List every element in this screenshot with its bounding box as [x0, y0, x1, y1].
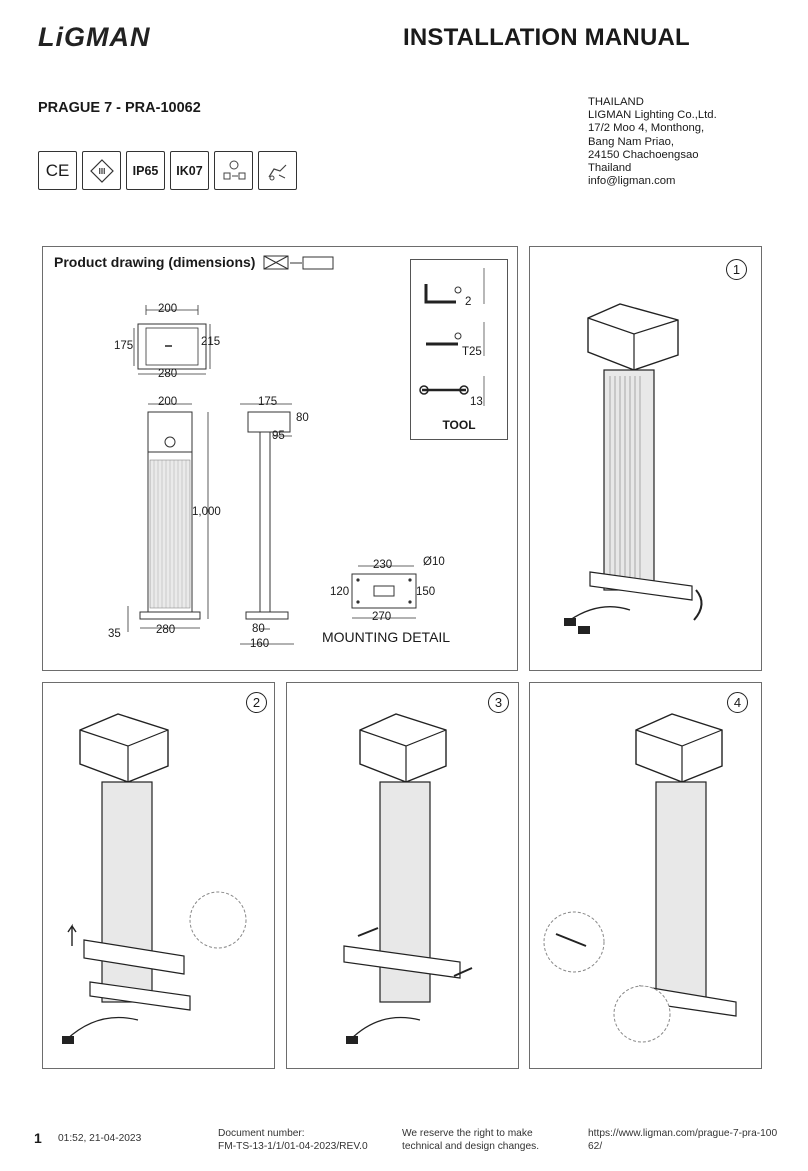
- top-view-drawing: [133, 305, 211, 375]
- company-address: THAILAND LIGMAN Lighting Co.,Ltd. 17/2 M…: [588, 96, 717, 188]
- mounting-detail-label: MOUNTING DETAIL: [322, 629, 451, 645]
- doc-number-value: FM-TS-13-1/1/01-04-2023/REV.0: [218, 1140, 368, 1152]
- side-view-drawing: [240, 403, 294, 645]
- url-line[interactable]: 62/: [588, 1140, 603, 1152]
- dim-top-depth: 175: [114, 340, 134, 352]
- step-1-number: 1: [726, 259, 747, 280]
- step-3-number: 3: [488, 692, 509, 713]
- address-line: Bang Nam Priao,: [588, 135, 675, 148]
- brand-text: LiGMAN: [38, 22, 150, 52]
- dim-top-width: 200: [158, 303, 178, 315]
- drawing-title: Product drawing (dimensions): [54, 254, 256, 270]
- svg-text:III: III: [98, 167, 105, 176]
- address-line: Thailand: [588, 162, 632, 175]
- ik-rating-icon: IK07: [170, 151, 209, 190]
- step-2-number: 2: [246, 692, 267, 713]
- dim-front-base-height: 35: [108, 628, 121, 640]
- dim-front-top: 200: [158, 396, 178, 408]
- address-line: 17/2 Moo 4, Monthong,: [588, 122, 705, 135]
- dim-mount-height: 120: [330, 586, 350, 598]
- dim-front-base-width: 280: [156, 624, 176, 636]
- address-line: 24150 Chachoengsao: [588, 148, 699, 161]
- step-1-illustration: [564, 303, 703, 634]
- certification-row: CE III IP65 IK07: [38, 151, 297, 190]
- dim-side-pole: 80: [252, 623, 265, 635]
- rights-line: technical and design changes.: [402, 1140, 540, 1152]
- tool-icons: [419, 268, 485, 406]
- step-3-illustration: [343, 713, 473, 1044]
- scale-note-icon: [263, 255, 334, 270]
- address-line: THAILAND: [588, 96, 644, 108]
- dim-mount-holes: 230: [373, 559, 393, 571]
- ce-mark-icon: CE: [38, 151, 77, 190]
- tool-label: TOOL: [442, 418, 476, 432]
- electrician-install-icon: [214, 151, 253, 190]
- dim-front-height: 1,000: [192, 506, 221, 518]
- footer-doc-number: Document number: FM-TS-13-1/1/01-04-2023…: [218, 1128, 368, 1153]
- step-2-illustration: [62, 713, 247, 1044]
- dim-top-outer-depth: 215: [201, 336, 221, 348]
- dim-mount-outer-width: 270: [372, 611, 392, 623]
- ip-rating-icon: IP65: [126, 151, 165, 190]
- ligman-logo: LiGMAN: [38, 20, 193, 52]
- mounting-detail-drawing: [351, 565, 417, 619]
- dim-side-offset: 95: [272, 430, 285, 442]
- dim-mount-outer-height: 150: [416, 586, 436, 598]
- product-drawing-panel: [42, 246, 518, 671]
- product-model: PRAGUE 7 - PRA-10062: [38, 100, 201, 116]
- dim-mount-hole-dia: Ø10: [423, 556, 445, 568]
- tool-box: [410, 259, 508, 440]
- dim-side-base: 160: [250, 638, 270, 650]
- url-line[interactable]: https://www.ligman.com/prague-7-pra-100: [588, 1128, 778, 1139]
- document-title: INSTALLATION MANUAL: [403, 24, 690, 51]
- dim-top-outer-width: 280: [158, 368, 178, 380]
- step-4-illustration: [543, 713, 737, 1043]
- footer-rights: We reserve the right to make technical a…: [402, 1128, 539, 1153]
- class-iii-icon: III: [82, 151, 121, 190]
- page-number: 1: [34, 1130, 42, 1146]
- address-email[interactable]: info@ligman.com: [588, 175, 676, 188]
- rights-line: We reserve the right to make: [402, 1128, 533, 1139]
- tool-torx-size: T25: [462, 346, 482, 358]
- tool-hex-size: 2: [465, 296, 472, 308]
- footer-datetime: 01:52, 21-04-2023: [58, 1133, 142, 1144]
- dim-side-head: 80: [296, 412, 309, 424]
- footer-url[interactable]: https://www.ligman.com/prague-7-pra-100 …: [588, 1128, 777, 1153]
- front-view-drawing: [127, 403, 209, 632]
- address-line: LIGMAN Lighting Co.,Ltd.: [588, 109, 717, 122]
- step-4-number: 4: [727, 692, 748, 713]
- dim-side-top: 175: [258, 396, 278, 408]
- tool-wrench-size: 13: [470, 396, 483, 408]
- recycle-disposal-icon: [258, 151, 297, 190]
- hex-key-icon: [424, 284, 456, 304]
- doc-number-label: Document number:: [218, 1128, 305, 1139]
